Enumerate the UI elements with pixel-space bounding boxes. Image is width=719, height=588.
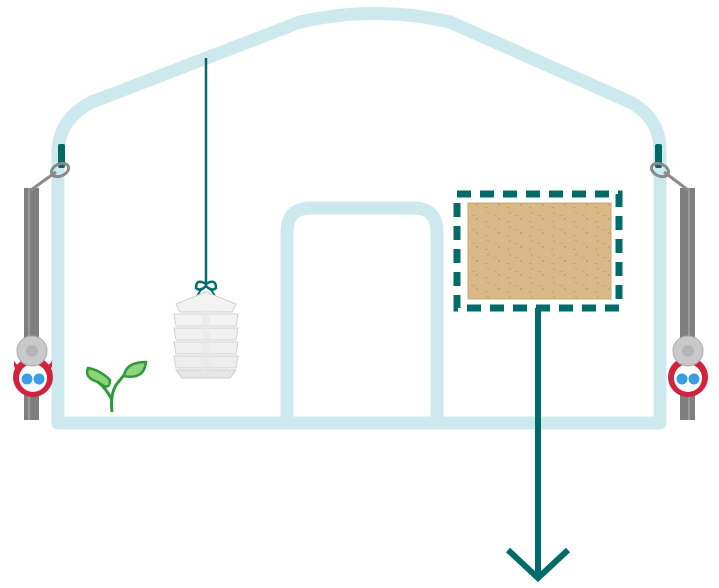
greenhouse-outline xyxy=(51,7,667,430)
vent-motor-icon xyxy=(668,335,708,397)
right-vent-assembly xyxy=(649,144,708,420)
vent-motor-icon xyxy=(13,335,53,397)
down-arrow-icon xyxy=(505,308,571,583)
left-vent-assembly xyxy=(13,144,71,420)
radiation-shield-sensor-icon xyxy=(173,58,239,379)
seedling-icon xyxy=(85,360,148,413)
right-chain-link xyxy=(649,161,671,179)
left-chain-link xyxy=(49,161,71,179)
wood-board-icon xyxy=(467,202,612,300)
door-opening xyxy=(280,201,444,423)
